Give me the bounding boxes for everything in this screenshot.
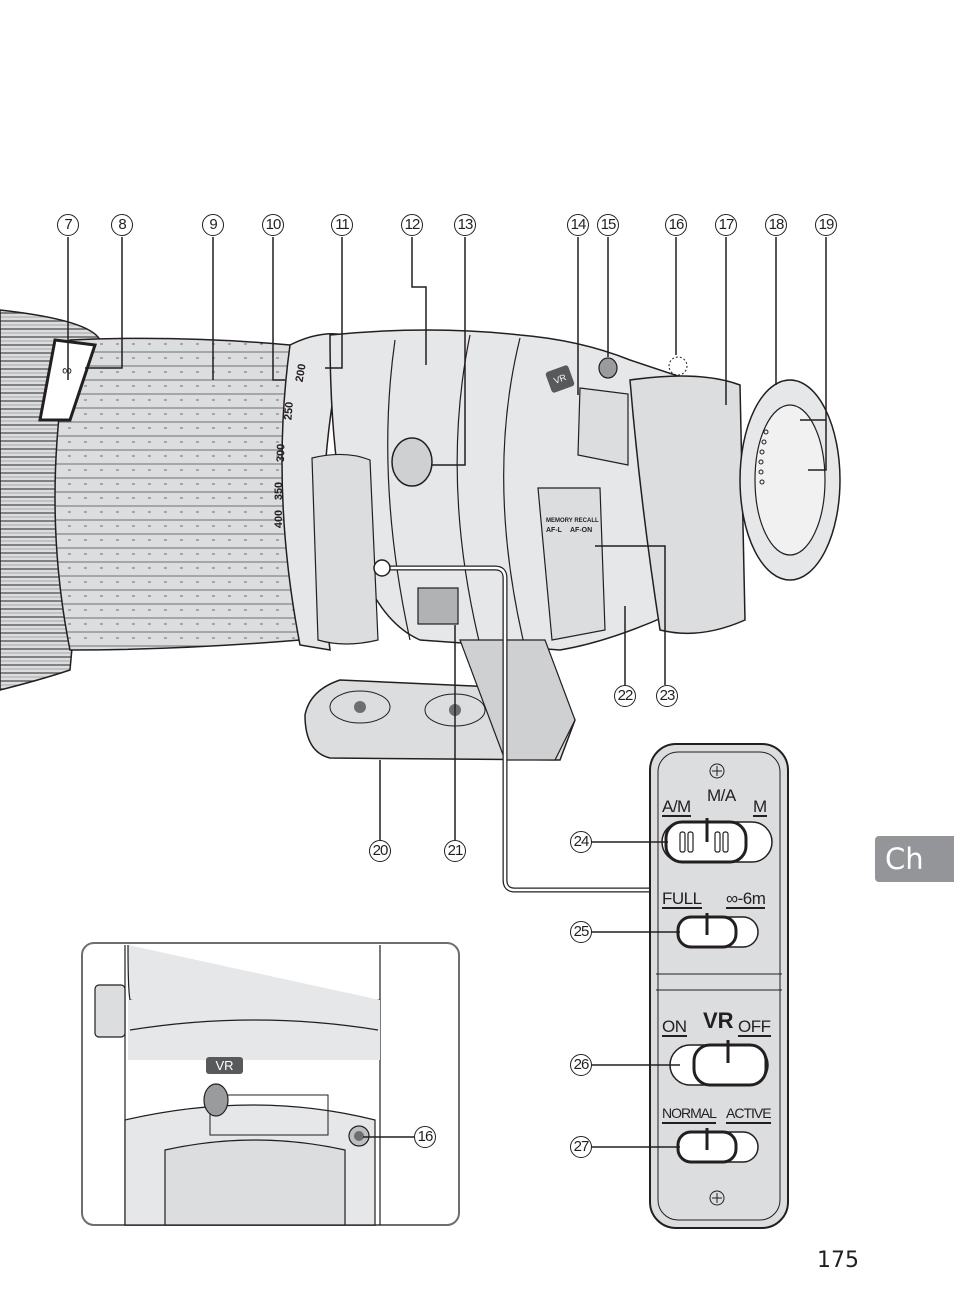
callout-15: 15	[597, 214, 619, 236]
focal-scale: 200 250 300 350 400	[262, 355, 309, 545]
screw-icon	[709, 763, 725, 779]
page-number: 175	[817, 1248, 859, 1273]
callout-24: 24	[570, 831, 592, 853]
memory-recall-af-on: AF-ON	[570, 527, 593, 534]
callout-10: 10	[262, 214, 284, 236]
callout-26: 26	[570, 1054, 592, 1076]
callout-25: 25	[570, 921, 592, 943]
focal-mark: 400	[273, 509, 286, 529]
callout-18: 18	[765, 214, 787, 236]
switch-panel	[649, 743, 789, 1229]
callout-16: 16	[665, 214, 687, 236]
svg-text:∞: ∞	[62, 362, 72, 378]
focus-mode-m-label: M	[753, 797, 767, 817]
callout-14: 14	[567, 214, 589, 236]
callout-13: 13	[454, 214, 476, 236]
chapter-tab[interactable]: Ch	[875, 836, 954, 882]
memory-recall-af-l: AF-L	[546, 527, 562, 534]
focal-mark: 300	[274, 443, 288, 463]
callout-21: 21	[444, 840, 466, 862]
callout-27: 27	[570, 1136, 592, 1158]
focus-limit-inf-label: ∞-6m	[726, 889, 766, 909]
callout-23: 23	[656, 685, 678, 707]
callout-22: 22	[614, 685, 636, 707]
vr-normal-label: NORMAL	[662, 1105, 717, 1124]
focus-mode-ma-label: M/A	[707, 786, 736, 805]
focus-limit-full-label: FULL	[662, 889, 702, 909]
callout-9: 9	[202, 214, 224, 236]
callout-17: 17	[715, 214, 737, 236]
callout-7: 7	[57, 214, 79, 236]
callout-inset-16: 16	[414, 1126, 436, 1148]
callout-19: 19	[815, 214, 837, 236]
callout-12: 12	[401, 214, 423, 236]
callout-8: 8	[111, 214, 133, 236]
callout-11: 11	[331, 214, 353, 236]
callout-20: 20	[369, 840, 391, 862]
inset-vr-badge: VR	[206, 1057, 243, 1074]
vr-on-label: ON	[662, 1017, 687, 1037]
screw-icon	[709, 1190, 725, 1206]
focal-mark: 250	[282, 401, 296, 421]
zoom-ring	[54, 337, 301, 651]
focus-mode-am-label: A/M	[662, 797, 691, 817]
focal-mark: 350	[273, 481, 286, 501]
vr-active-label: ACTIVE	[726, 1105, 772, 1124]
vr-off-label: OFF	[738, 1017, 771, 1037]
memory-recall-title: MEMORY RECALL	[546, 518, 599, 524]
vr-title: VR	[703, 1008, 734, 1033]
